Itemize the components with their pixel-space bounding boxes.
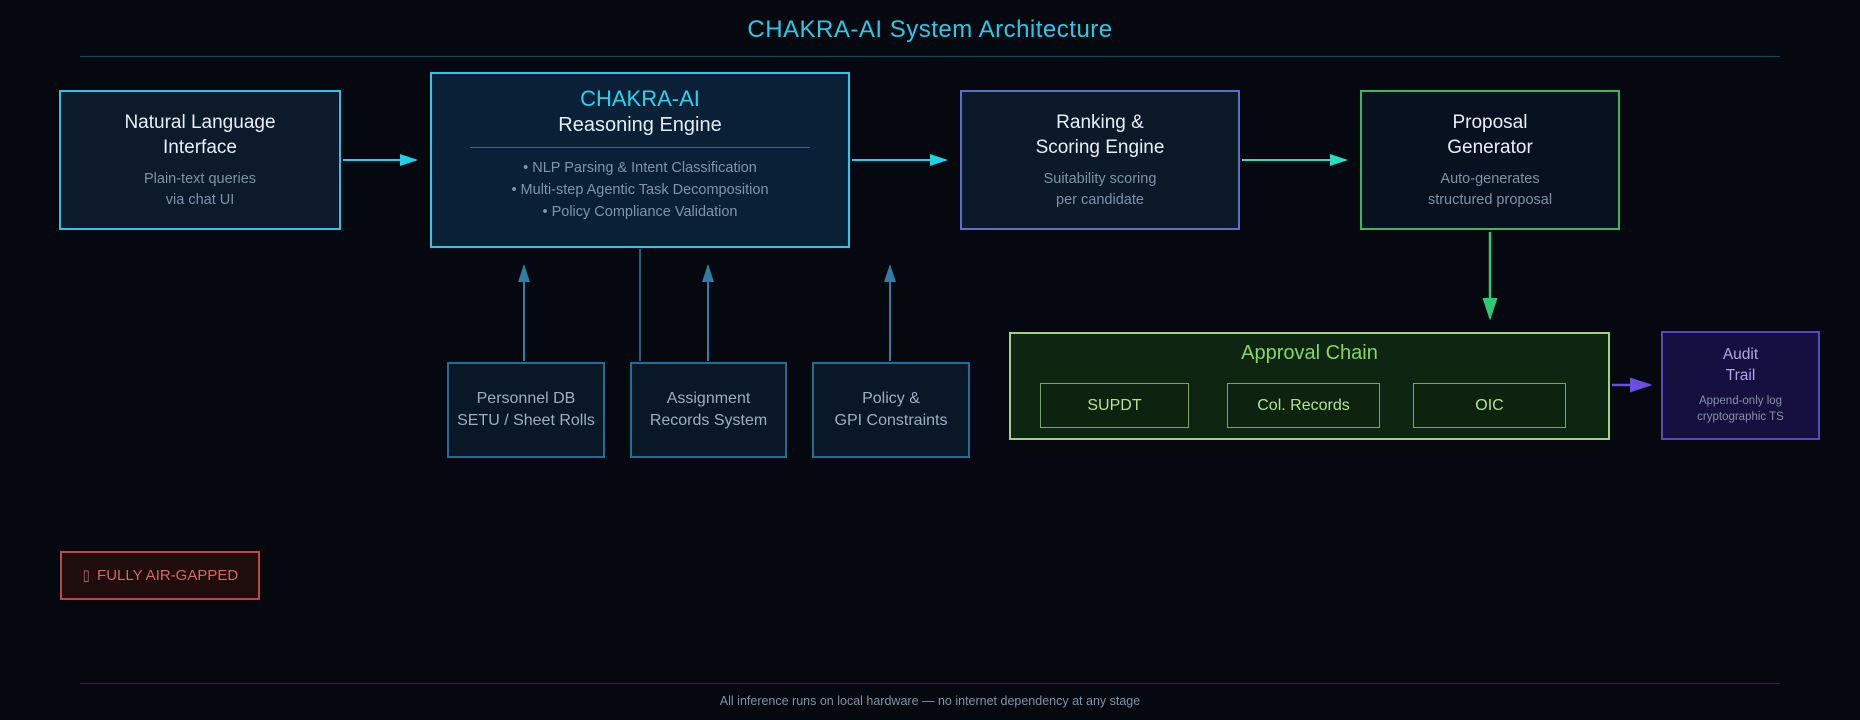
node-subtitle: Auto-generates structured proposal	[1427, 171, 1553, 208]
engine-title: Reasoning Engine	[558, 114, 722, 137]
node-title: Proposal Generator	[1447, 111, 1533, 159]
engine-bullet: • Policy Compliance Validation	[542, 203, 738, 220]
node-proposal-generator: Proposal Generator Auto-generates struct…	[1360, 90, 1620, 230]
node-natural-language-interface: Natural Language Interface Plain-text qu…	[59, 90, 341, 230]
engine-divider	[470, 147, 810, 149]
approval-step-supdt: SUPDT	[1040, 383, 1189, 428]
node-title: Ranking & Scoring Engine	[1035, 111, 1165, 159]
approval-step-col-records: Col. Records	[1227, 383, 1380, 428]
approval-chain-title: Approval Chain	[1241, 342, 1378, 364]
node-title: Audit Trail	[1722, 345, 1759, 384]
air-gapped-label: FULLY AIR-GAPPED	[97, 567, 239, 584]
lock-icon: ▯	[82, 567, 90, 584]
page-title: CHAKRA-AI System Architecture	[747, 16, 1113, 43]
node-label: Policy & GPI Constraints	[834, 389, 948, 429]
approval-step-oic: OIC	[1413, 383, 1566, 428]
footer-divider	[80, 683, 1780, 684]
node-audit-trail: Audit Trail Append-only log cryptographi…	[1661, 331, 1820, 440]
engine-bullet: • Multi-step Agentic Task Decomposition	[511, 182, 769, 199]
node-label: Assignment Records System	[649, 389, 768, 429]
node-title: Natural Language Interface	[124, 111, 276, 159]
node-policy-gpi-constraints: Policy & GPI Constraints	[812, 362, 970, 458]
node-label: Personnel DB SETU / Sheet Rolls	[457, 389, 595, 429]
air-gapped-badge: ▯ FULLY AIR-GAPPED	[60, 551, 260, 600]
node-approval-chain: Approval Chain SUPDT Col. Records OIC	[1009, 332, 1610, 440]
footer-note: All inference runs on local hardware — n…	[719, 694, 1141, 708]
node-subtitle: Plain-text queries via chat UI	[143, 171, 257, 208]
node-subtitle: Suitability scoring per candidate	[1043, 171, 1157, 208]
node-assignment-records: Assignment Records System	[630, 362, 787, 458]
engine-bullet: • NLP Parsing & Intent Classification	[523, 160, 757, 177]
engine-brand: CHAKRA-AI	[580, 86, 700, 111]
node-personnel-db: Personnel DB SETU / Sheet Rolls	[447, 362, 605, 458]
title-divider	[80, 56, 1780, 57]
node-subtitle: Append-only log cryptographic TS	[1697, 394, 1784, 424]
node-reasoning-engine: CHAKRA-AI Reasoning Engine • NLP Parsing…	[430, 72, 850, 248]
node-ranking-scoring-engine: Ranking & Scoring Engine Suitability sco…	[960, 90, 1240, 230]
